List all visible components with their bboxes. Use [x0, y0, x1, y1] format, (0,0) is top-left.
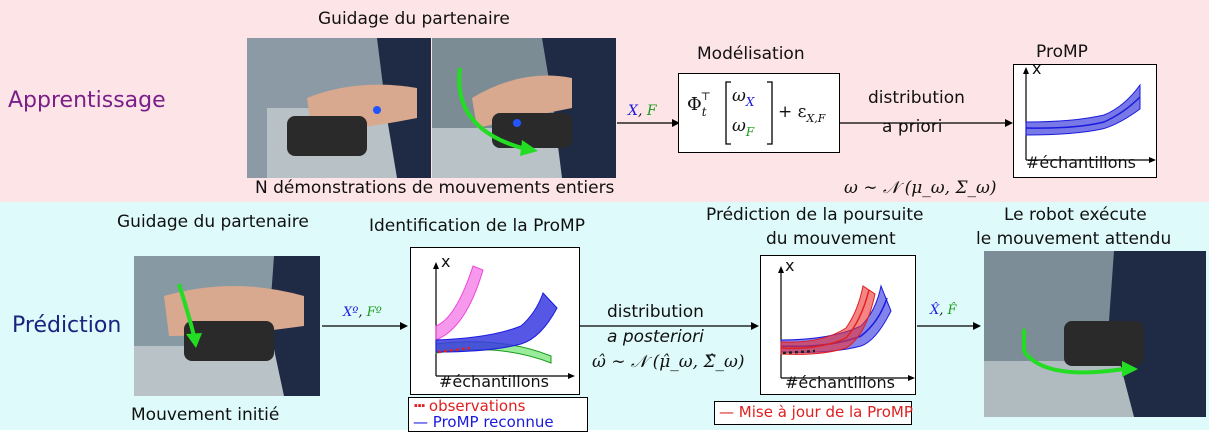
initiated-caption: Mouvement initié: [131, 405, 280, 425]
matrix-brackets: [725, 81, 773, 145]
arrow-label-xf-top: X, F: [628, 103, 657, 119]
demo-photo-1: [247, 38, 431, 178]
recognized-marker: —: [413, 413, 428, 431]
robot-title-line1: Le robot exécute: [1004, 205, 1147, 225]
label-sep-3: ,: [939, 303, 948, 318]
update-label: Mise à jour de la ProMP: [738, 403, 913, 421]
epsilon-term: + εX,F: [778, 102, 826, 125]
phi: Φ: [687, 94, 702, 115]
sub-x: X: [745, 95, 755, 109]
ident-plot: x #échantillons: [410, 247, 580, 395]
label-f: F: [646, 103, 657, 119]
legend-update: — Mise à jour de la ProMP: [719, 403, 913, 421]
legend-recognized: — ProMP reconnue: [413, 413, 554, 431]
label-xhat: X̂: [930, 303, 940, 318]
prediction-title-line1: Prédiction de la poursuite: [706, 205, 924, 225]
label-fo: Fº: [366, 305, 382, 320]
sub-f: F: [745, 125, 755, 139]
prior-formula: ω ∼ 𝒩 (μ_ω, Σ_ω): [844, 178, 997, 198]
label-xo: Xº: [343, 305, 359, 320]
prior-label-line2: a priori: [882, 117, 943, 137]
label-x: X: [628, 103, 638, 119]
legend-observations: ··· observations: [413, 397, 525, 415]
robot-photo: [984, 251, 1206, 417]
eps-sub: X,F: [806, 112, 826, 125]
label-sep-2: ,: [358, 305, 367, 320]
ident-title: Identification de la ProMP: [369, 216, 585, 236]
prior-label-line1: distribution: [868, 88, 965, 108]
omega-f: ωF: [732, 116, 755, 139]
demos-caption: N démonstrations de mouvements entiers: [255, 178, 615, 198]
robot-title-line2: le mouvement attendu: [976, 229, 1172, 249]
omega-sym-1: ω: [732, 86, 746, 106]
section-label-apprentissage: Apprentissage: [8, 88, 166, 113]
observations-label: observations: [428, 397, 526, 415]
ident-axis-x: x: [441, 252, 451, 271]
posterior-label-line2: a posteriori: [607, 327, 704, 347]
observations-marker: ···: [413, 397, 426, 415]
arrow-label-xf-bottom: Xº, Fº: [343, 305, 382, 320]
model-formula: Φt ⊤: [687, 90, 717, 119]
ident-axis-samples: #échantillons: [439, 372, 550, 391]
section-label-prediction: Prédiction: [12, 313, 122, 338]
omega-x: ωX: [732, 86, 755, 109]
posterior-label-line1: distribution: [607, 302, 704, 322]
posterior-formula: ω̂ ∼ 𝒩 (μ̂_ω, Σ̂_ω): [592, 352, 745, 372]
sub-t: t: [701, 105, 707, 119]
omega-sym-2: ω: [732, 116, 746, 136]
label-fhat: F̂: [947, 303, 957, 318]
recognized-label: ProMP reconnue: [432, 413, 554, 431]
prediction-title-line2: du mouvement: [766, 229, 896, 249]
update-marker: —: [719, 403, 734, 421]
arrow-label-xf-hat: X̂, F̂: [930, 303, 957, 318]
axis-samples-top: #échantillons: [1026, 153, 1137, 172]
initiated-photo: [134, 256, 320, 396]
axis-x-top: x: [1032, 59, 1042, 78]
prediction-plot: x #échantillons: [760, 255, 916, 395]
ident-legend: ··· observations — ProMP reconnue: [408, 397, 588, 432]
label-sep: ,: [637, 103, 647, 119]
model-box: Φt⊤ ωX ωF + εX,F: [678, 73, 840, 153]
pred-axis-x: x: [785, 256, 795, 275]
plus-eps: + ε: [778, 102, 807, 122]
guidage-title-top: Guidage du partenaire: [318, 9, 510, 29]
promp-title: ProMP: [1036, 42, 1088, 62]
guidage-title-bottom: Guidage du partenaire: [117, 212, 309, 232]
promp-plot-top: x #échantillons: [1013, 59, 1157, 178]
pred-axis-samples: #échantillons: [785, 373, 896, 392]
demo-photo-2: [432, 38, 616, 178]
model-title: Modélisation: [697, 44, 805, 64]
update-legend: — Mise à jour de la ProMP: [714, 401, 913, 425]
sup-T: ⊤: [700, 90, 711, 103]
